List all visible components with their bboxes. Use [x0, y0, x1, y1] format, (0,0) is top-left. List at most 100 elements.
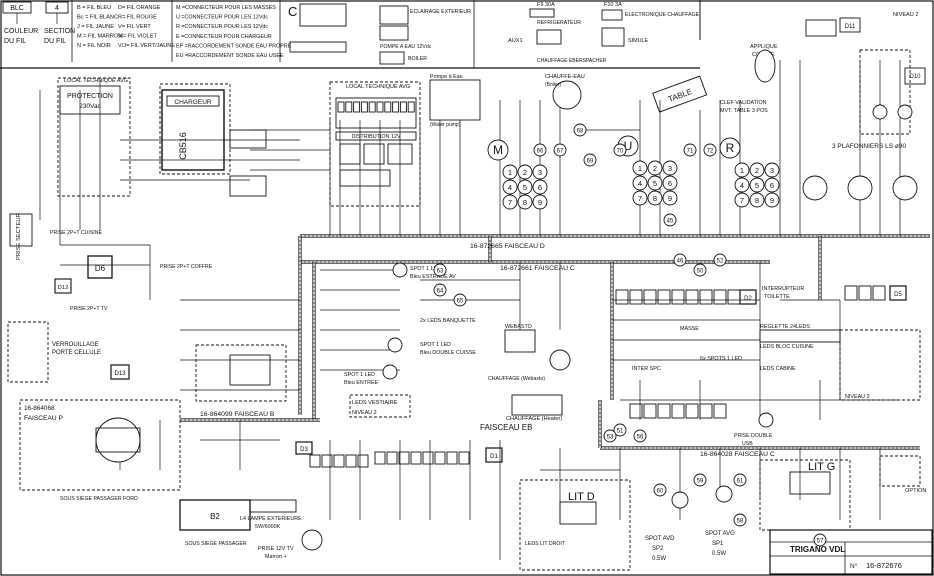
- local-tech-label-1: LOCAL TECHNIQUE AVG: [64, 78, 128, 84]
- callout-number: 68: [577, 128, 584, 134]
- connector-m-pin-number: 4: [508, 183, 512, 192]
- option-box: [879, 455, 921, 487]
- connector-m-pin: [502, 194, 518, 210]
- callout-number: 51: [617, 428, 624, 434]
- connector-u-pin-number: 6: [668, 179, 672, 188]
- mvt-label: MVT. TABLE 3 POS: [720, 108, 768, 114]
- connector-m-pin: [532, 194, 548, 210]
- prise-12v-sub: Marron +: [265, 554, 287, 560]
- chauffe-eau-label: CHAUFFE-EAU: [545, 74, 585, 80]
- callout-number: 50: [697, 268, 704, 274]
- simule-label: SIMULE: [628, 38, 648, 44]
- connector-m-pin-number: 7: [508, 198, 512, 207]
- connector-u-letter: U: [624, 139, 633, 153]
- d5-box: [889, 285, 907, 301]
- spot2-sub: Bleu ENTREE: [344, 380, 379, 386]
- connector-u-pin-number: 8: [653, 194, 657, 203]
- chauffage-ebersp-label: CHAUFFAGE EBERSPACHER: [537, 58, 607, 64]
- prise-usb-sub: USB: [742, 441, 753, 447]
- dist-conn-2: [363, 143, 385, 165]
- legend-connector-item: R =CONNECTEUR POUR LES 12Vdc: [176, 24, 268, 30]
- callout-number: 71: [687, 148, 694, 154]
- fuse: [399, 101, 407, 113]
- d13-box: [110, 364, 130, 380]
- connector-m-pin: [532, 179, 548, 195]
- legend-color-item: N = FIL NOIR: [77, 43, 111, 49]
- connector-r-pin-number: 6: [770, 181, 774, 190]
- fuse: [368, 101, 376, 113]
- spot-avd-w: 0.5W: [652, 556, 666, 562]
- drawing-no: 16-872676: [866, 561, 902, 570]
- faisceau-d-label: 16-872665 FAISCEAU D: [470, 243, 545, 250]
- drawing-no-prefix: N°: [850, 562, 858, 570]
- dist-conn-3: [387, 143, 413, 165]
- connector-u-pin: [632, 175, 648, 191]
- connector-m-pin: [502, 179, 518, 195]
- local-tech-label-2: LOCAL TECHNIQUE AVG: [346, 84, 410, 90]
- battery-label: B2: [210, 512, 220, 521]
- spot3-label: SPOT 1 LED: [420, 342, 451, 348]
- distribution-box: [335, 131, 417, 141]
- dist-conn-4: [339, 169, 391, 187]
- faisceau-p-label: FAISCEAU P: [24, 415, 63, 422]
- protection-box: [59, 85, 121, 115]
- chauffe-eau-icon: [552, 80, 582, 110]
- d5-label: D5: [894, 292, 902, 298]
- fuse-block-inner: [95, 427, 141, 453]
- d3-pin: [357, 454, 369, 468]
- boiler-icon: [379, 51, 405, 65]
- aux1-icon: [536, 29, 562, 45]
- callout-number: 59: [697, 478, 704, 484]
- webasto-label: WEBASTO: [505, 324, 532, 330]
- clef-label: CLEF VALIDATION: [720, 100, 767, 106]
- callout-number: 56: [637, 434, 644, 440]
- battery-box: [179, 499, 251, 531]
- legend-color-item: V/J= FIL VERT/JAUNE: [118, 43, 175, 49]
- faisceau-p-zone: [19, 399, 181, 491]
- legend-color-item: Bc = FIL BLANC: [77, 15, 118, 21]
- prise-tv-label: PRISE 2P+T TV: [70, 306, 108, 312]
- connector-r-pin: [734, 162, 750, 178]
- d2-pin: [643, 289, 657, 305]
- callout-circle: [553, 143, 567, 157]
- d2-pin: [657, 289, 671, 305]
- legend-color-item: R= FIL ROUGE: [118, 15, 157, 21]
- callout-circle: [603, 429, 617, 443]
- distribution-label: DISTRIBUTION 12V: [351, 134, 401, 140]
- d-lower-pin: [713, 403, 727, 419]
- faisceau-f-label: 16-864028 FAISCEAU C: [700, 451, 775, 458]
- connector-u-pin-number: 9: [668, 194, 672, 203]
- d-lower-pin: [671, 403, 685, 419]
- callout-circle: [663, 213, 677, 227]
- callout-circle: [673, 253, 687, 267]
- connector-m-pin: [517, 194, 533, 210]
- reservoir-1: [229, 129, 267, 149]
- lit-d-box: [559, 501, 597, 525]
- connector-m-pin: [532, 164, 548, 180]
- d-lower-pin: [643, 403, 657, 419]
- d5-pin: [872, 285, 886, 301]
- prise-usb-label: PRISE DOUBLE: [734, 433, 773, 439]
- faisceau-c-label: 16-872661 FAISCEAU C: [500, 265, 575, 272]
- callout-circle: [433, 283, 447, 297]
- connector-m-letter: M: [493, 143, 503, 157]
- legend-c-box: [299, 3, 347, 27]
- d2-label: D2: [744, 296, 752, 302]
- d2-pin: [671, 289, 685, 305]
- plafonnier-3: [892, 175, 918, 201]
- legend-tension-box: [289, 41, 347, 53]
- leds-bloc-label: LEDS BLOC CUISINE: [760, 344, 814, 350]
- connector-u-pin: [662, 160, 678, 176]
- d1-pin: [410, 451, 422, 465]
- chauffage-fan-icon: [549, 349, 571, 371]
- spot-avg-n: SP1: [712, 541, 724, 547]
- spot-avd-n: SP2: [652, 546, 664, 552]
- spot-2-icon: [382, 364, 398, 380]
- spot2-label: SPOT 1 LED: [344, 372, 375, 378]
- prise-12v-label: PRISE 12V TV: [258, 546, 294, 552]
- connector-u-pin: [662, 190, 678, 206]
- legend-connector-item: EP =RACCORDEMENT SONDE EAU PROPRE: [176, 43, 292, 49]
- connector-m-pin-number: 1: [508, 168, 512, 177]
